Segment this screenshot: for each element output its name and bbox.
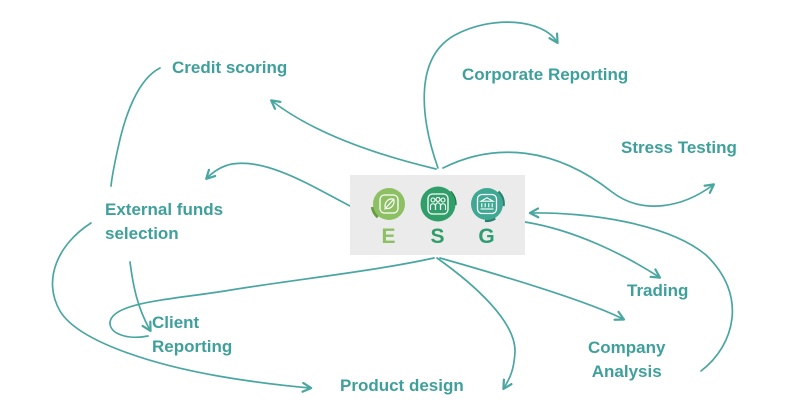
arrow-external-funds-to-client-reporting: [129, 261, 152, 333]
node-trading: Trading: [627, 281, 689, 300]
node-stress-testing: Stress Testing: [621, 138, 737, 157]
arrow-esg-to-client-reporting: [109, 257, 435, 339]
esg-letter-g: G: [478, 225, 495, 248]
node-company-analysis: Company Analysis: [588, 338, 666, 381]
node-client-reporting: Client Reporting: [152, 313, 233, 356]
node-corporate-reporting: Corporate Reporting: [462, 65, 629, 84]
esg-letter-e: E: [381, 225, 396, 248]
arrow-esg-to-stress-testing: [442, 151, 715, 207]
arrow-esg-to-external-funds-selection: [205, 162, 351, 207]
esg-center-box: E S: [350, 175, 525, 255]
esg-g-column: G: [467, 175, 507, 255]
bank-icon: [470, 188, 505, 223]
esg-e-column: E: [369, 175, 409, 255]
node-credit-scoring: Credit scoring: [172, 58, 288, 77]
arrow-esg-to-company-analysis: [439, 257, 626, 321]
leaf-icon: [370, 188, 405, 220]
esg-s-column: S: [418, 175, 458, 255]
node-external-funds-selection: External funds selection: [105, 200, 224, 243]
arrow-esg-to-trading: [524, 221, 662, 279]
arrow-external-funds-to-product-design: [51, 222, 313, 393]
arrow-esg-to-corporate-reporting: [423, 21, 559, 169]
arrow-esg-to-credit-scoring: [270, 99, 437, 170]
esg-letter-s: S: [430, 225, 445, 248]
arrow-esg-to-product-design: [436, 257, 516, 391]
arrow-company-analysis-to-esg: [528, 207, 734, 372]
node-product-design: Product design: [340, 376, 464, 395]
people-icon: [420, 186, 457, 222]
curve-external-funds-to-credit-scoring: [110, 67, 161, 187]
